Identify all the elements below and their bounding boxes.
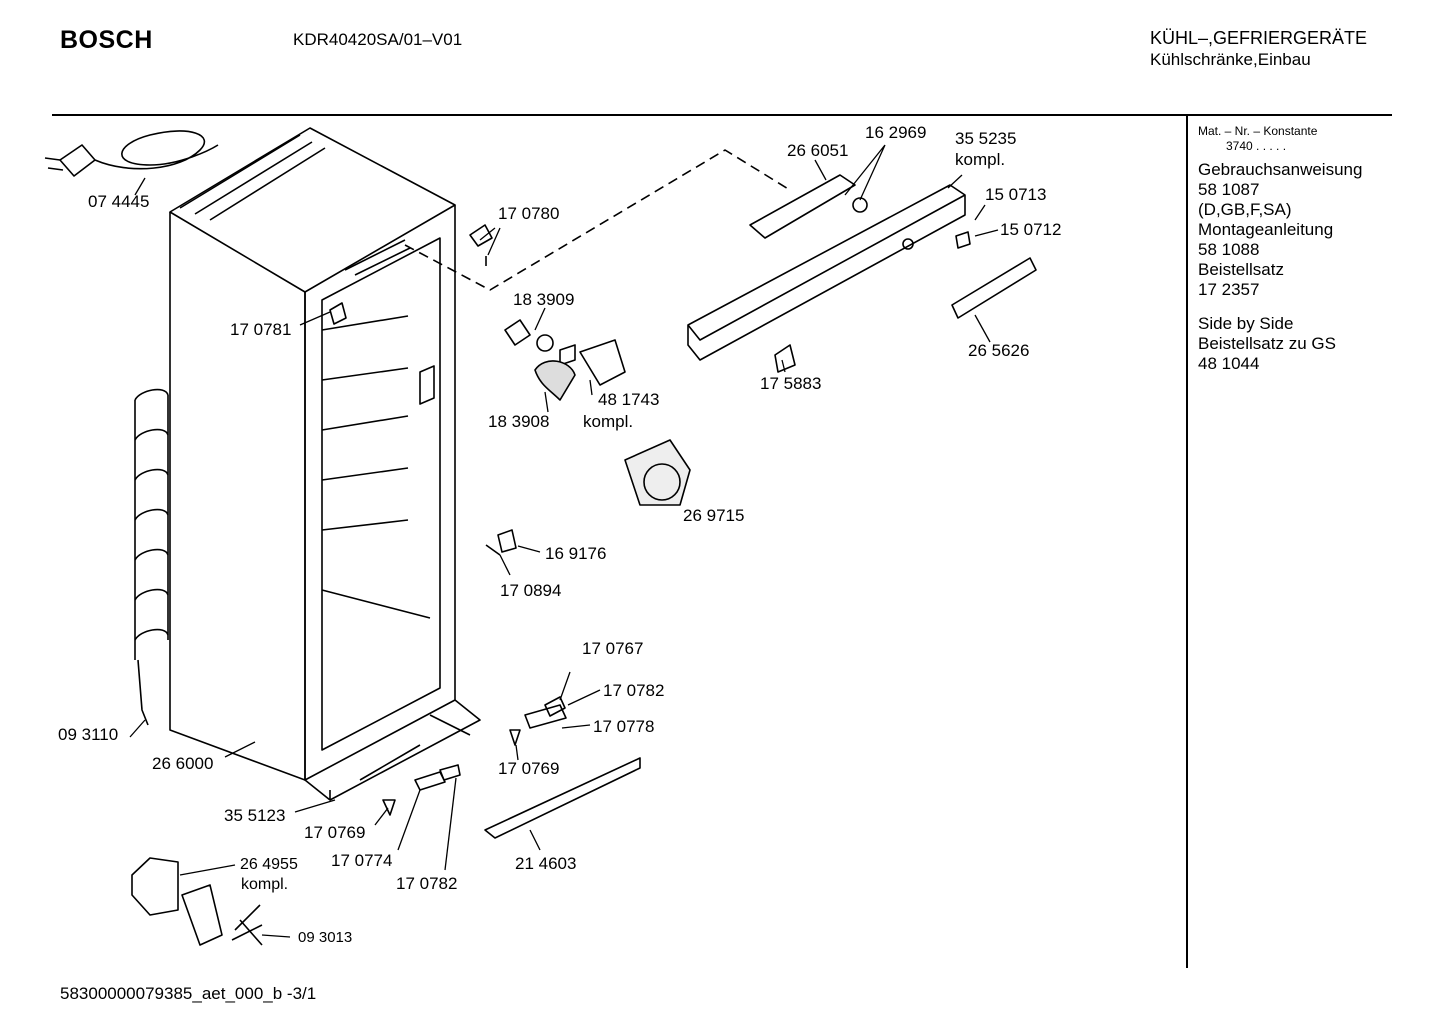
- exploded-parts-diagram: 07 4445 17 0780 17 0781 26 6051 16 2969 …: [44, 123, 1061, 946]
- category-subtitle: Kühlschränke,Einbau: [1150, 50, 1311, 69]
- control-panel-drawing: [687, 174, 1037, 373]
- sidebar-line: Side by Side: [1198, 314, 1294, 333]
- part-label: kompl.: [583, 412, 633, 431]
- part-label: 17 0769: [304, 823, 365, 842]
- part-label: 48 1743: [598, 390, 659, 409]
- part-label: 26 6051: [787, 141, 848, 160]
- part-label: 17 0894: [500, 581, 561, 600]
- part-label: 21 4603: [515, 854, 576, 873]
- small-parts-drawing: [329, 224, 567, 816]
- sidebar-line: (D,GB,F,SA): [1198, 200, 1292, 219]
- part-label: 17 0767: [582, 639, 643, 658]
- sidebar-line: Beistellsatz: [1198, 260, 1284, 279]
- part-label: 35 5123: [224, 806, 285, 825]
- part-label: 17 0778: [593, 717, 654, 736]
- sidebar-line: 48 1044: [1198, 354, 1260, 373]
- part-label: 16 2969: [865, 123, 926, 142]
- base-grille-drawing: [484, 757, 641, 839]
- part-label: 09 3110: [58, 725, 118, 744]
- part-label: 26 9715: [683, 506, 744, 525]
- category-title: KÜHL–,GEFRIERGERÄTE: [1150, 28, 1368, 48]
- part-label: 17 0774: [331, 851, 392, 870]
- part-label: 15 0712: [1000, 220, 1061, 239]
- part-label: 15 0713: [985, 185, 1046, 204]
- part-label: 16 9176: [545, 544, 606, 563]
- header-divider: [52, 114, 1392, 116]
- model-number: KDR40420SA/01–V01: [293, 30, 463, 49]
- leader-lines: [129, 144, 999, 938]
- part-label: 17 0782: [396, 874, 457, 893]
- mat-label: Mat. – Nr. – Konstante: [1198, 124, 1318, 138]
- sidebar-line: 17 2357: [1198, 280, 1260, 299]
- part-label: 09 3013: [298, 929, 352, 946]
- sidebar-line: Montageanleitung: [1198, 220, 1334, 239]
- part-label: 26 6000: [152, 754, 213, 773]
- sidebar-line: 58 1087: [1198, 180, 1260, 199]
- part-label: kompl.: [241, 876, 288, 893]
- sidebar-line: Beistellsatz zu GS: [1198, 334, 1336, 353]
- part-label: 17 0769: [498, 759, 559, 778]
- part-label: 18 3908: [488, 412, 549, 431]
- document-code: 58300000079385_aet_000_b -3/1: [60, 984, 317, 1003]
- part-label: 35 5235: [955, 129, 1016, 148]
- part-label: 26 4955: [240, 856, 298, 873]
- lamp-assembly-drawing: [504, 319, 626, 401]
- fan-housing-drawing: [624, 439, 691, 506]
- part-label: 17 0781: [230, 320, 291, 339]
- fan-motor-drawing: [131, 857, 263, 946]
- cabinet-drawing: [169, 127, 481, 801]
- parts-sidebar: Mat. – Nr. – Konstante 3740 . . . . . Ge…: [1198, 124, 1388, 374]
- part-label: 17 0782: [603, 681, 664, 700]
- brand-logo: BOSCH: [60, 26, 153, 54]
- sidebar-line: Gebrauchsanweisung: [1198, 160, 1363, 179]
- part-labels: 07 4445 17 0780 17 0781 26 6051 16 2969 …: [58, 123, 1061, 946]
- part-label: 18 3909: [513, 290, 574, 309]
- sidebar-line: 58 1088: [1198, 240, 1260, 259]
- power-cord-drawing: [44, 130, 219, 177]
- part-label: 17 5883: [760, 374, 821, 393]
- mat-value: 3740 . . . . .: [1226, 139, 1287, 153]
- part-label: kompl.: [955, 150, 1005, 169]
- part-label: 26 5626: [968, 341, 1029, 360]
- condenser-coil-drawing: [134, 388, 169, 726]
- sidebar-divider: [1186, 116, 1188, 968]
- part-label: 17 0780: [498, 204, 559, 223]
- part-label: 07 4445: [88, 192, 149, 211]
